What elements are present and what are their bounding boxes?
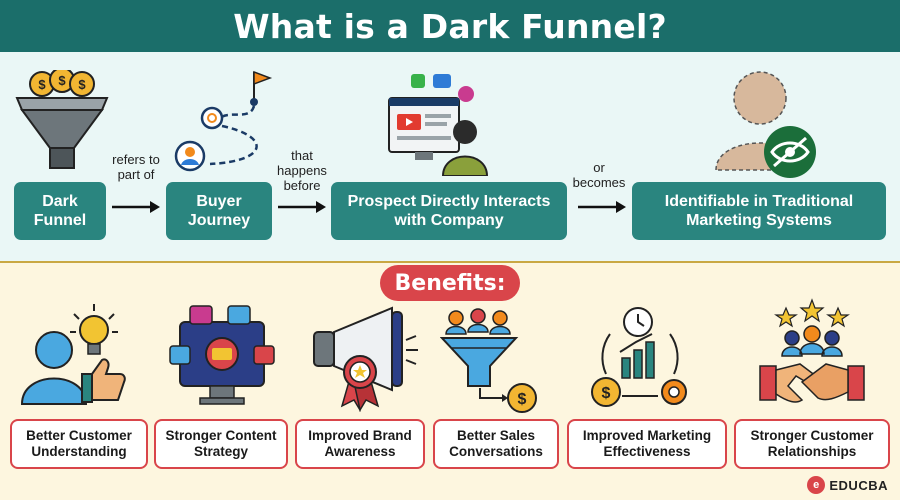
svg-text:$: $ (602, 385, 611, 402)
benefit-card: Improved Marketing Effectiveness (567, 419, 727, 469)
step-identifiable: Identifiable in Traditional Marketing Sy… (632, 182, 886, 240)
logo-mark-icon: e (807, 476, 826, 494)
header-banner: What is a Dark Funnel? (0, 0, 900, 52)
benefit-card: Improved Brand Awareness (295, 419, 425, 469)
connector-label-2: that happens before (277, 148, 327, 193)
handshake-stars-icon (759, 298, 865, 403)
connector-label-1: refers to part of (112, 152, 160, 182)
benefit-card: Better Customer Understanding (10, 419, 148, 469)
svg-text:$: $ (38, 77, 46, 92)
svg-text:$: $ (58, 73, 66, 88)
megaphone-badge-icon (313, 306, 418, 412)
sales-funnel-dollar-icon: $ (440, 308, 537, 413)
step-buyer-journey: Buyer Journey (166, 182, 272, 240)
page-title: What is a Dark Funnel? (233, 6, 667, 46)
brand-logo: e EDUCBA (807, 476, 888, 494)
funnel-coins-icon: $ $ $ (15, 70, 109, 169)
step-prospect-interacts: Prospect Directly Interacts with Company (331, 182, 567, 240)
step-dark-funnel: Dark Funnel (14, 182, 106, 240)
arrow-right-icon (278, 201, 326, 213)
svg-text:$: $ (78, 77, 86, 92)
benefits-heading: Benefits: (380, 265, 520, 301)
arrow-right-icon (112, 201, 160, 213)
journey-path-icon (174, 70, 273, 172)
lightbulb-thumbs-up-icon (20, 304, 126, 405)
svg-text:$: $ (518, 391, 527, 408)
hidden-person-icon (715, 71, 816, 178)
benefit-card: Stronger Content Strategy (154, 419, 288, 469)
content-monitor-icon (169, 305, 275, 405)
benefit-card: Stronger Customer Relationships (734, 419, 890, 469)
marketing-cycle-icon: $ (591, 307, 687, 407)
arrow-right-icon (578, 201, 626, 213)
connector-label-3: or becomes (572, 160, 626, 190)
person-at-screen-icon (388, 74, 489, 176)
benefit-card: Better Sales Conversations (433, 419, 559, 469)
